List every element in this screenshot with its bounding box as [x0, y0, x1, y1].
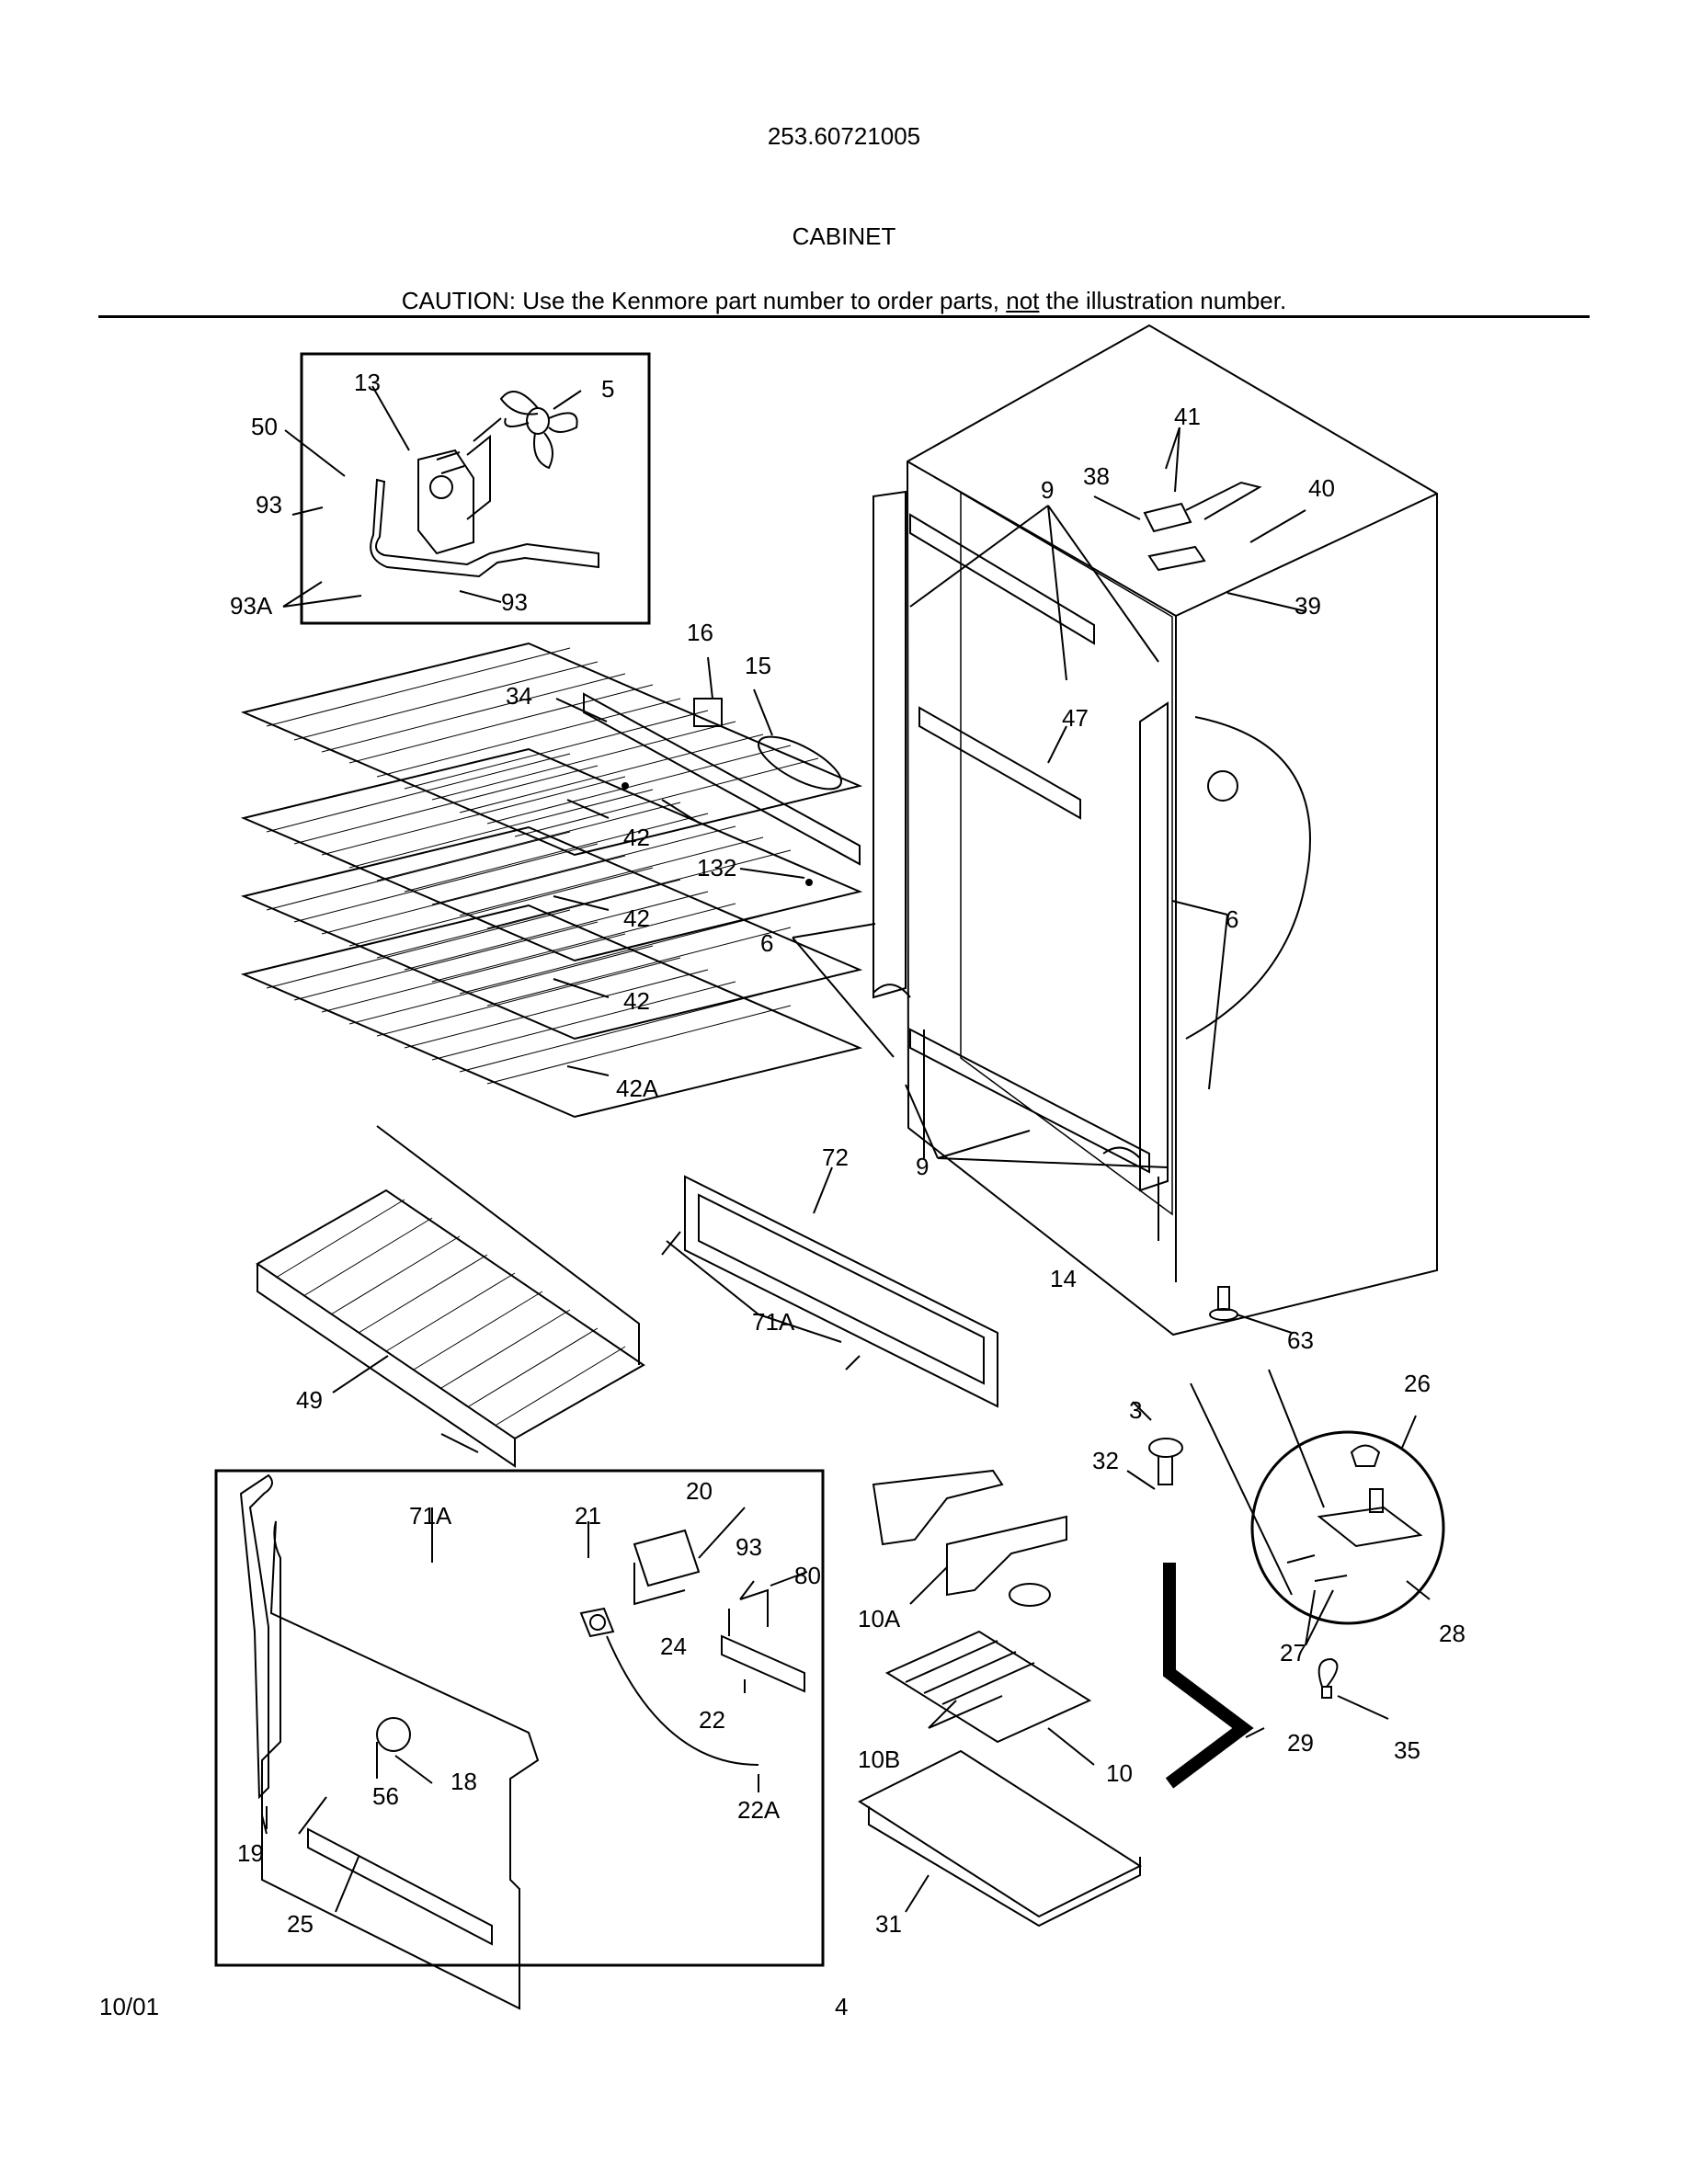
- callout-14: 14: [1050, 1265, 1077, 1292]
- wire-shelves-drawing: [240, 642, 863, 1119]
- callout-49: 49: [296, 1386, 323, 1414]
- caution-suffix: the illustration number.: [1039, 287, 1287, 314]
- callout-39: 39: [1295, 592, 1321, 620]
- callout-18: 18: [451, 1768, 477, 1795]
- callout-42A: 42A: [616, 1075, 659, 1102]
- thermostat-drawing: [579, 1529, 805, 1766]
- callout-56: 56: [372, 1782, 399, 1810]
- callout-40: 40: [1308, 474, 1335, 502]
- footer-date: 10/01: [99, 1993, 160, 2020]
- heater-brackets-drawing: [872, 1469, 1067, 1597]
- caution-note: CAUTION: Use the Kenmore part number to …: [0, 287, 1688, 315]
- callout-132: 132: [697, 854, 736, 882]
- callout-63: 63: [1287, 1326, 1314, 1354]
- callout-21: 21: [575, 1502, 601, 1530]
- callout-93-b: 93: [501, 588, 528, 616]
- toe-grille-drawing: [684, 1175, 998, 1408]
- callout-41: 41: [1174, 403, 1201, 430]
- drain-tube-drawing: [1163, 1563, 1254, 1789]
- callout-28: 28: [1439, 1620, 1466, 1647]
- callout-6-a: 6: [760, 929, 773, 957]
- callout-13: 13: [354, 369, 381, 396]
- callout-15: 15: [745, 652, 771, 679]
- callout-29: 29: [1287, 1729, 1314, 1757]
- fan-motor-inset-box: [300, 352, 651, 625]
- callout-42-a: 42: [623, 824, 650, 851]
- fan-bracket-drawing: [370, 478, 599, 578]
- callout-19: 19: [237, 1839, 264, 1867]
- callout-labels: 13 5 50 93 93A 93 41 38 9 40 39 16 15 34…: [230, 369, 1466, 1938]
- callout-31: 31: [875, 1910, 902, 1938]
- door-gaskets-drawing: [873, 490, 1169, 1192]
- shelf-support-rail-drawing: [918, 706, 1081, 820]
- callout-35: 35: [1394, 1736, 1420, 1764]
- callout-10: 10: [1106, 1759, 1133, 1787]
- fan-blade-drawing: [499, 391, 578, 470]
- callout-42-b: 42: [623, 904, 650, 932]
- callout-71A-b: 71A: [409, 1502, 452, 1530]
- wire-basket-drawing: [256, 1125, 645, 1468]
- callout-47: 47: [1062, 704, 1089, 732]
- light-socket-drawing: [693, 698, 842, 791]
- section-title: CABINET: [792, 222, 896, 250]
- wire-basket-hatching: [275, 1199, 626, 1426]
- callout-25: 25: [287, 1910, 314, 1938]
- callout-9-b: 9: [916, 1153, 929, 1180]
- shelf-bracket-rail-drawing: [583, 692, 861, 866]
- model-number: 253.60721005: [767, 122, 921, 150]
- thermostat-dial-drawing: [376, 1717, 411, 1752]
- callout-50: 50: [251, 413, 278, 440]
- callout-10A: 10A: [858, 1605, 901, 1632]
- callout-80: 80: [794, 1562, 821, 1589]
- callout-42-c: 42: [623, 987, 650, 1015]
- condensate-pan-heater-drawing: [884, 1583, 1092, 1744]
- fan-motor-drawing: [417, 417, 502, 555]
- control-housing-drawing: [261, 1520, 540, 2010]
- drain-pan-drawing: [857, 1749, 1143, 1928]
- callout-93A-a: 93A: [230, 592, 273, 620]
- control-side-strip-drawing: [239, 1473, 273, 1800]
- cabinet-body-drawing: [906, 324, 1438, 1337]
- callout-71A-a: 71A: [752, 1308, 795, 1336]
- callout-34: 34: [506, 682, 532, 710]
- callout-16: 16: [687, 619, 713, 646]
- page-number: 4: [835, 1993, 849, 2020]
- wire-shelf-hatching: [266, 647, 819, 1085]
- callout-38: 38: [1083, 462, 1110, 490]
- callout-22A: 22A: [737, 1796, 781, 1824]
- callout-93-a: 93: [256, 491, 282, 518]
- callout-20: 20: [686, 1477, 713, 1505]
- callout-9-a: 9: [1041, 476, 1054, 504]
- caution-prefix: CAUTION: Use the Kenmore part number to …: [401, 287, 1007, 314]
- caution-emphasis: not: [1006, 287, 1040, 314]
- callout-6-b: 6: [1226, 905, 1238, 933]
- lower-hinge-inset-circle: [1250, 1430, 1445, 1625]
- callout-10B: 10B: [858, 1746, 900, 1773]
- top-hinge-drawing: [1143, 481, 1262, 572]
- wire-clip-drawing: [1317, 1657, 1339, 1699]
- lower-hinge-drawing: [1286, 1444, 1423, 1582]
- callout-22: 22: [699, 1706, 725, 1734]
- callout-72: 72: [822, 1143, 849, 1171]
- callout-93-c: 93: [736, 1533, 762, 1561]
- header-rule: [98, 315, 1590, 318]
- callout-5: 5: [601, 375, 614, 403]
- callout-27: 27: [1280, 1639, 1306, 1666]
- callout-3: 3: [1129, 1396, 1142, 1424]
- callout-26: 26: [1404, 1370, 1431, 1397]
- callout-24: 24: [660, 1632, 687, 1660]
- callout-32: 32: [1092, 1447, 1119, 1474]
